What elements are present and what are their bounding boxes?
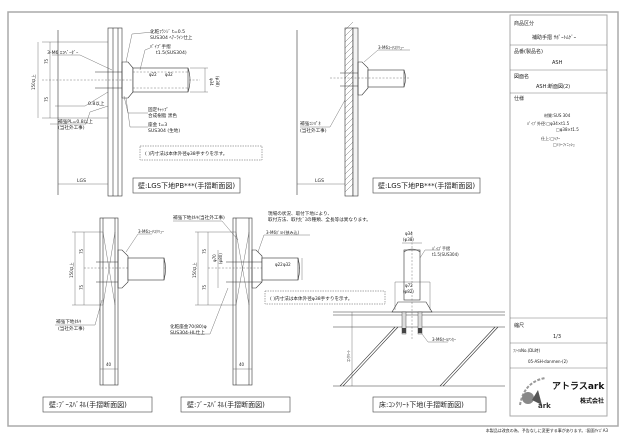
label: 座金 t=3 bbox=[148, 121, 167, 128]
dimension-note: ( )内寸法は本体外径φ38手すりを示す。 bbox=[270, 295, 352, 302]
spec-finish-alt: □ﾐﾗｰﾌｨﾆｯｼｭ bbox=[553, 142, 575, 147]
label: (φ82) bbox=[403, 289, 414, 294]
label: (当社外工事) bbox=[58, 325, 85, 332]
label: SUS304 (生地) bbox=[148, 127, 180, 134]
label: SUS304-HL仕上 bbox=[170, 329, 205, 336]
footer-note: 本製品は改良の為、予告なしに変更する事があります。:図面ｻｲｽﾞA3 bbox=[486, 427, 609, 433]
label: (φ38) bbox=[403, 237, 414, 242]
spec-material: 材質:SUS 304 bbox=[544, 112, 571, 118]
label: 75 bbox=[79, 248, 84, 254]
product-value: ASH bbox=[552, 60, 563, 66]
label: SUS304 ﾍｱｰﾗｲﾝ仕上 bbox=[150, 34, 193, 41]
panel-booth-panel-b: 補強下地ﾀﾙｷ(当社外工事) 3-M6ﾎﾞﾙﾄ(挟み込) 化粧座金70(80)φ… bbox=[170, 214, 386, 413]
label: ﾊﾟｲﾌﾟ手摺 bbox=[150, 43, 171, 50]
label: ﾊﾟｲﾌﾟ手摺 bbox=[432, 245, 450, 251]
category-label: 商品区分 bbox=[514, 20, 534, 27]
spec-pipe-diameter: ﾊﾟｲﾌﾟ外径:□φ34×t1.5 bbox=[527, 120, 570, 126]
label: 75 bbox=[79, 284, 84, 290]
label: 3-M6ｺｰﾁｽｸﾘｭｰ bbox=[378, 44, 404, 50]
label: 3-M6ﾎﾞﾙﾄ(挟み込) bbox=[266, 229, 300, 235]
note-line: 取付方法、取付ﾋﾞｽの種類、全長等は異なります。 bbox=[268, 216, 371, 223]
product-label: 品番(製品名) bbox=[514, 48, 543, 55]
label: 化粧座金70(80)φ bbox=[170, 323, 207, 330]
panel-booth-panel-a: 3-M6ｺｰﾁｽｸﾘｭｰ 補強下地ﾀﾙｷ (当社外工事) 150以上 75 75… bbox=[42, 217, 166, 413]
label: 補強PL=0.8以上 bbox=[58, 118, 93, 125]
file-value: 05-ASH-danmen-(2) bbox=[528, 359, 568, 364]
label: φ70 bbox=[212, 254, 217, 262]
label: 75 bbox=[202, 284, 207, 290]
label: 75 bbox=[44, 58, 49, 64]
label: LGS bbox=[77, 178, 86, 184]
company-logo: ark アトラスark 株式会社 bbox=[519, 377, 605, 410]
file-label: ﾌｧｲﾙNo.(DL時) bbox=[513, 347, 541, 353]
scale-value: 1/3 bbox=[553, 334, 561, 340]
label: t1.5(SUS304) bbox=[156, 50, 187, 56]
category-value: 補助手摺 ｻﾎﾟｰﾄﾑｹﾞｰ bbox=[532, 34, 577, 41]
svg-text:ark: ark bbox=[538, 402, 551, 410]
logo-sub: 株式会社 bbox=[580, 397, 604, 405]
label: ｺﾝｸﾘｰﾄ bbox=[345, 350, 351, 362]
label: 補強下地ﾀﾙｷ(当社外工事) bbox=[173, 214, 225, 221]
panel-lgs-concrete-panel: 3-M6ｺｰﾁｽｸﾘｭｰ 補強ｺﾝﾊﾟﾈ (当社外工事) LGS 壁:LGS下地… bbox=[296, 21, 481, 197]
spec-finish: 仕上:□ﾍｱｰ bbox=[541, 135, 560, 141]
label: φ34 bbox=[405, 231, 413, 236]
panel-title: 壁:LGS下地PB***(手摺断面図) bbox=[138, 181, 235, 190]
panel-title: 壁:ﾌﾞｰｽﾊﾞﾈﾙ(手摺断面図) bbox=[187, 400, 265, 409]
label: 補強ｺﾝﾊﾟﾈ bbox=[300, 120, 321, 127]
label: 150以上 bbox=[191, 262, 197, 278]
panel-title: 壁:LGS下地PB***(手摺断面図) bbox=[378, 181, 475, 190]
label: (当社外工事) bbox=[58, 124, 85, 131]
label: (φ80) bbox=[218, 253, 223, 264]
scale-label: 縮尺 bbox=[514, 322, 524, 329]
label: (φ38) bbox=[215, 76, 220, 87]
label: φ72 bbox=[405, 283, 413, 288]
drawing-name-label: 図面名 bbox=[514, 73, 529, 80]
label: φ32 bbox=[165, 72, 173, 77]
label: 合成樹脂 黒色 bbox=[148, 112, 177, 119]
logo-text: アトラスark bbox=[552, 381, 605, 392]
label: 化粧ﾌﾗﾝｼﾞ t=0.5 bbox=[150, 28, 185, 35]
label: LGS bbox=[315, 178, 324, 184]
label: φ32 bbox=[283, 262, 291, 267]
label: t1.5(SUS304) bbox=[432, 252, 459, 257]
panel-lgs-detail: 3-M6 ｴｺﾍﾞｰﾀﾞｰ 化粧ﾌﾗﾝｼﾞ t=0.5 SUS304 ﾍｱｰﾗｲ… bbox=[30, 27, 263, 197]
label: φ22 bbox=[275, 262, 283, 267]
label: 補強下地ﾀﾙｷ bbox=[56, 318, 82, 325]
label: 固定ｷｬｯﾌﾟ bbox=[148, 106, 169, 113]
label: (当社外工事) bbox=[300, 127, 327, 134]
panel-title: 壁:ﾌﾞｰｽﾊﾞﾈﾙ(手摺断面図) bbox=[49, 400, 127, 409]
label: 0.8以上 bbox=[88, 100, 105, 107]
label: 3-M6ｺｰﾁｽｸﾘｭｰ bbox=[138, 228, 164, 234]
label: 40 bbox=[106, 362, 112, 367]
spec-pipe-diameter-alt: □φ38×t1.5 bbox=[556, 127, 579, 132]
title-block: 商品区分 補助手摺 ｻﾎﾟｰﾄﾑｹﾞｰ 品番(製品名) ASH 図面名 ASH:… bbox=[509, 14, 608, 417]
drawing-name-value: ASH:断面図(2) bbox=[536, 83, 570, 90]
label: 150以上 bbox=[30, 74, 36, 90]
label: 75 bbox=[202, 248, 207, 254]
panel-title: 床:ｺﾝｸﾘｰﾄ下地(手摺断面図) bbox=[379, 400, 464, 409]
label: φ22 bbox=[149, 72, 157, 77]
panel-concrete-floor: 現場の状況、取付下地により、 取付方法、取付ﾋﾞｽの種類、全長等は異なります。 … bbox=[268, 210, 505, 413]
label: 150以上 bbox=[68, 262, 74, 278]
label: 75 bbox=[44, 96, 49, 102]
label: 3-M6ｵｰﾙｱﾝｶｰ bbox=[432, 337, 456, 342]
label: 40 bbox=[239, 362, 245, 367]
spec-label: 仕様 bbox=[514, 95, 524, 102]
note-line: 現場の状況、取付下地により、 bbox=[268, 210, 332, 217]
label: 3-M6 ｴｺﾍﾞｰﾀﾞｰ bbox=[47, 49, 79, 56]
label: φ34 bbox=[209, 78, 214, 86]
dimension-note: ( )内寸法は本体外径φ38手すりを示す。 bbox=[145, 150, 227, 157]
